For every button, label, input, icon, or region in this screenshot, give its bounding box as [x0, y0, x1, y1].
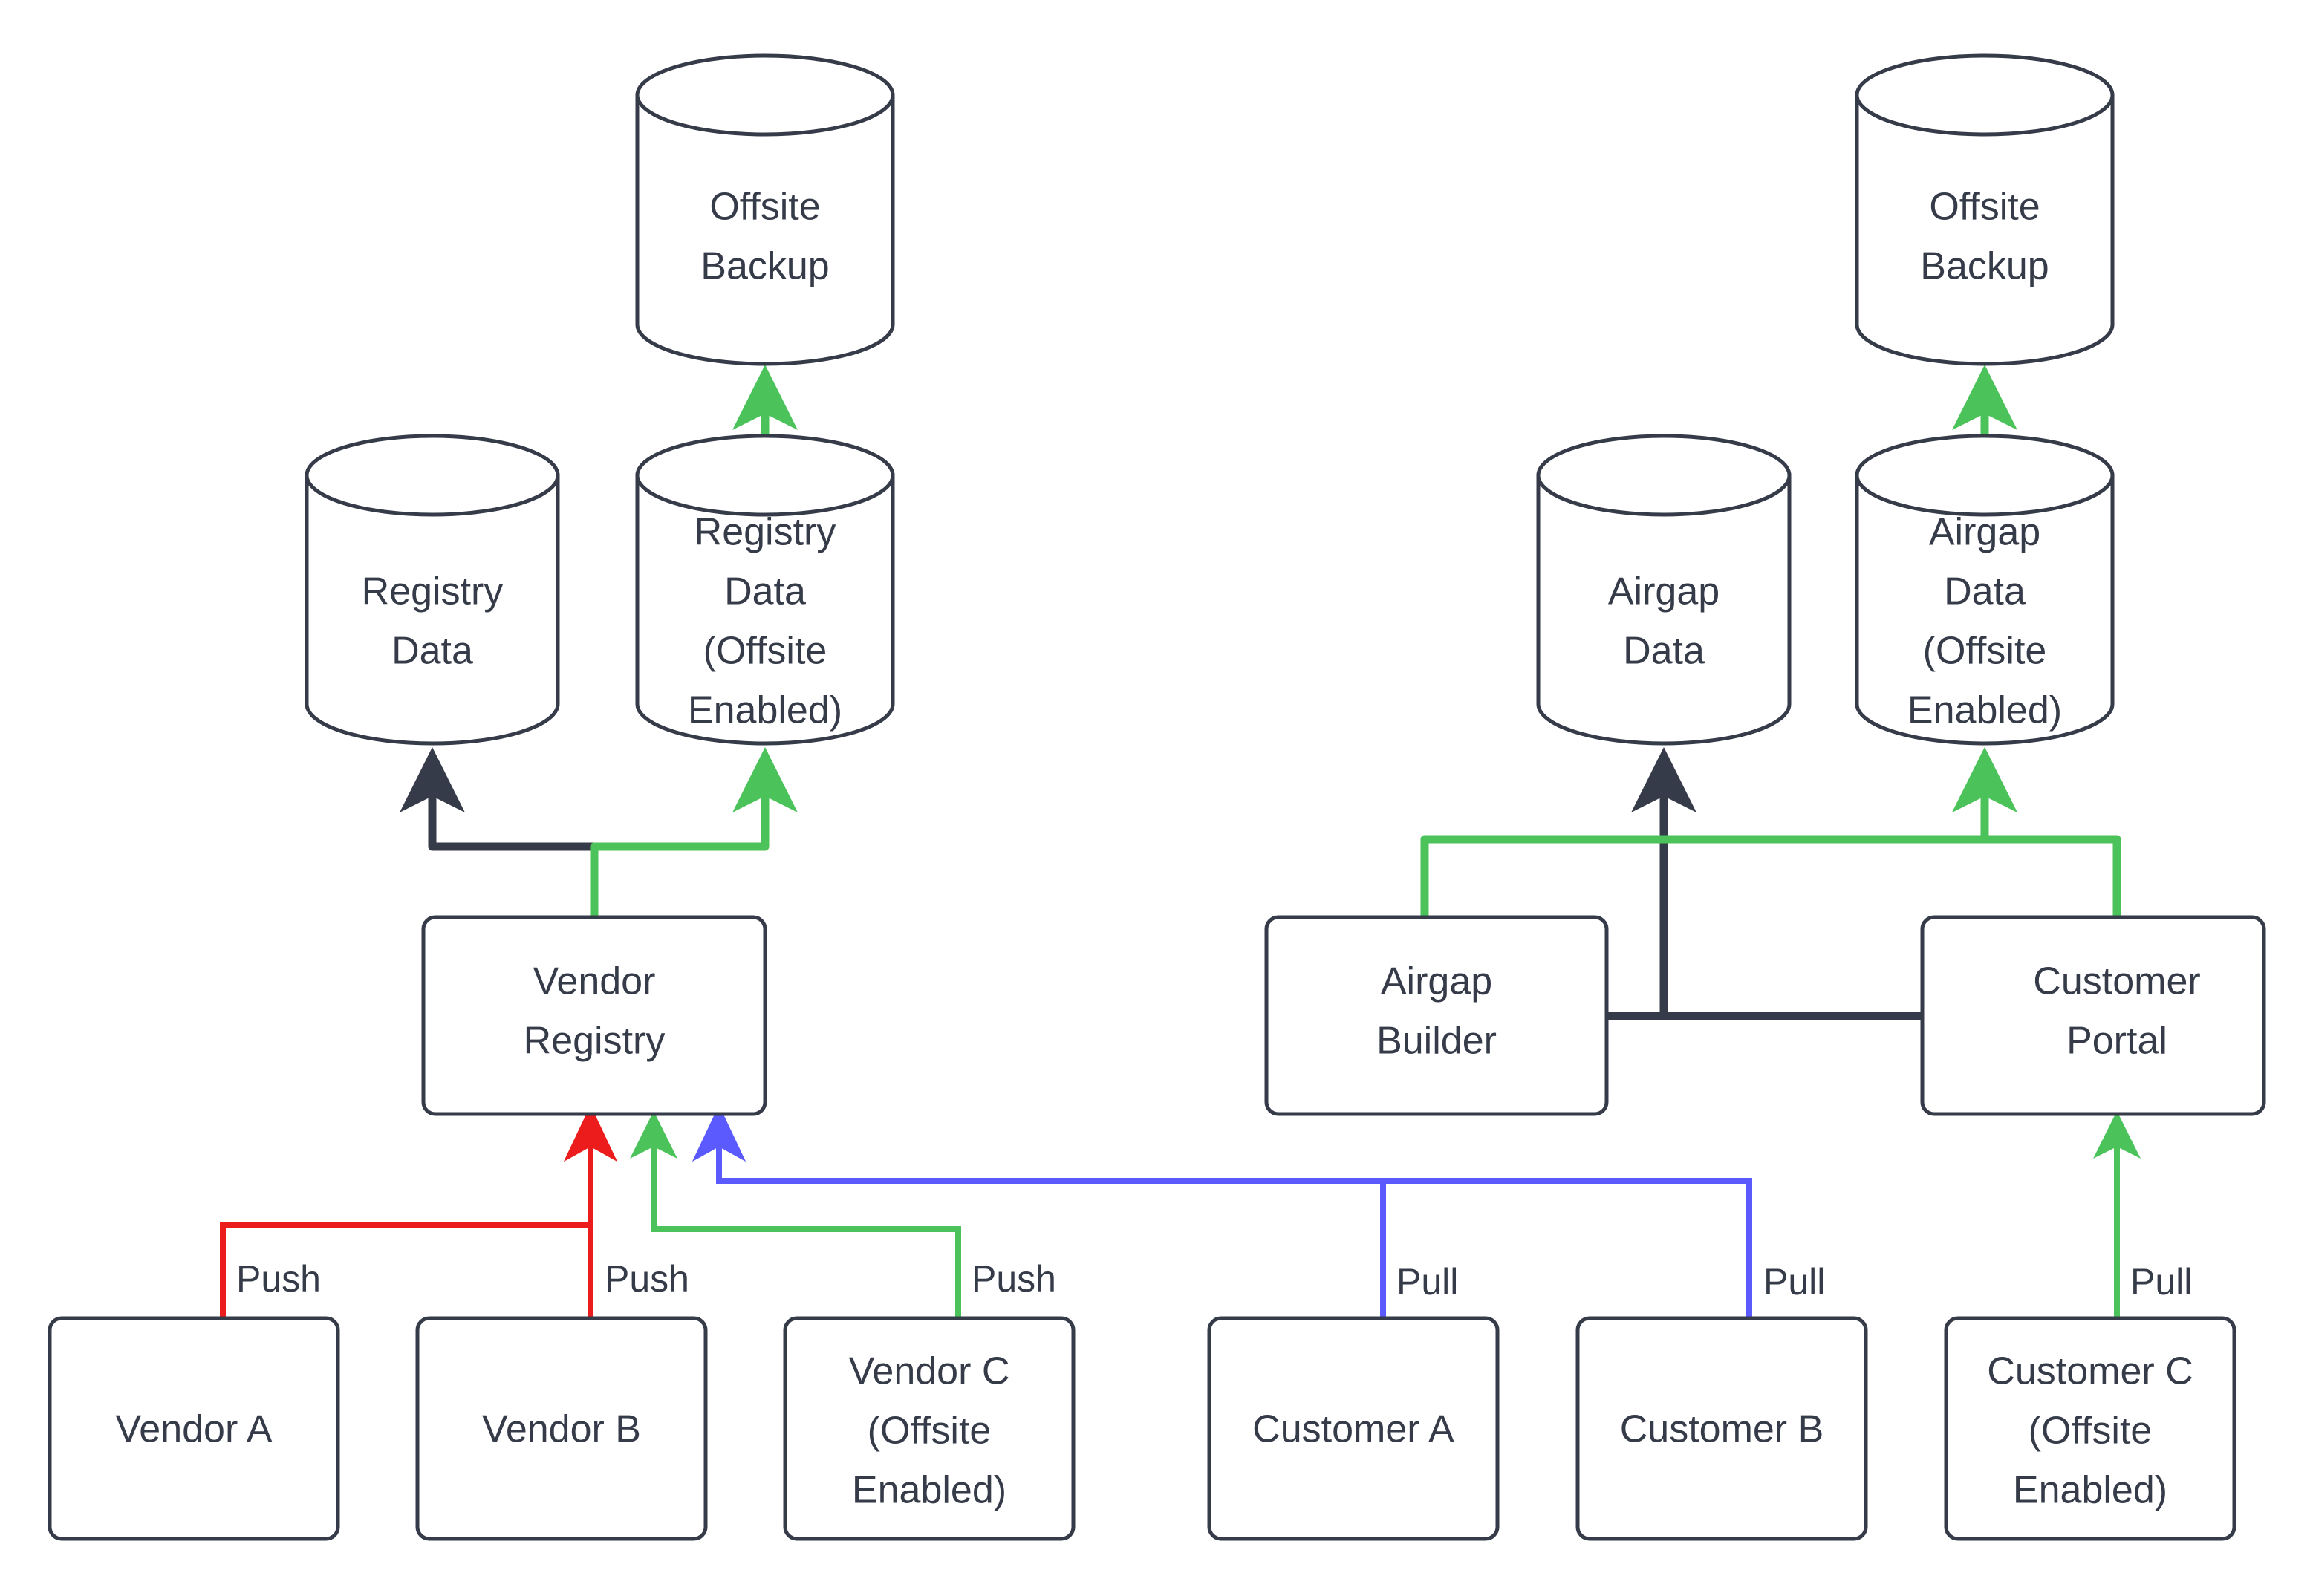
- edge-vendor-registry-to-registry-data-offsite: [590, 747, 798, 922]
- customer-portal-label-line2: Portal: [2066, 1020, 2167, 1063]
- airgap-data-offsite-label-line4: Enabled): [1907, 689, 2062, 732]
- edge-label-pull-c: Pull: [2130, 1261, 2192, 1303]
- vendor-registry-label-line1: Vendor: [533, 960, 656, 1003]
- node-vendor-c[interactable]: Vendor C (Offsite Enabled): [783, 1316, 1076, 1541]
- node-offsite-backup-left[interactable]: Offsite Backup: [635, 53, 895, 366]
- node-customer-a[interactable]: Customer A: [1207, 1316, 1500, 1541]
- edge-label-pull-b: Pull: [1763, 1261, 1825, 1303]
- edge-customer-portal-to-airgap-data-offsite: [1952, 747, 2121, 922]
- offsite-backup-left-label-line1: Offsite: [709, 186, 820, 229]
- airgap-builder-label-line1: Airgap: [1381, 960, 1492, 1003]
- airgap-data-offsite-label-line1: Airgap: [1929, 511, 2040, 554]
- registry-data-offsite-label-line4: Enabled): [688, 689, 842, 732]
- vendor-c-label-line3: Enabled): [852, 1469, 1006, 1512]
- node-vendor-registry[interactable]: Vendor Registry: [421, 915, 767, 1116]
- customer-b-label: Customer B: [1620, 1408, 1824, 1451]
- offsite-backup-right-label-line1: Offsite: [1929, 186, 2040, 229]
- edge-label-push-a: Push: [236, 1258, 321, 1300]
- node-vendor-b[interactable]: Vendor B: [415, 1316, 708, 1541]
- node-customer-b[interactable]: Customer B: [1575, 1316, 1868, 1541]
- airgap-data-label-line1: Airgap: [1608, 570, 1720, 613]
- edge-label-pull-a: Pull: [1396, 1261, 1458, 1303]
- customer-c-label-line1: Customer C: [1987, 1350, 2193, 1393]
- node-registry-data-offsite[interactable]: Registry Data (Offsite Enabled): [635, 434, 895, 746]
- edge-customer-b-pull: [692, 1105, 1752, 1318]
- customer-a-label: Customer A: [1252, 1408, 1454, 1451]
- vendor-registry-label-line2: Registry: [524, 1020, 666, 1063]
- customer-c-label-line3: Enabled): [2013, 1469, 2167, 1512]
- node-customer-c[interactable]: Customer C (Offsite Enabled): [1944, 1316, 2236, 1541]
- airgap-data-offsite-label-line2: Data: [1944, 570, 2026, 613]
- node-airgap-data[interactable]: Airgap Data: [1536, 434, 1792, 746]
- vendor-a-label: Vendor A: [115, 1408, 272, 1451]
- registry-data-offsite-label-line3: (Offsite: [703, 630, 827, 673]
- edge-label-push-c: Push: [972, 1258, 1056, 1300]
- vendor-c-label-line1: Vendor C: [849, 1350, 1010, 1393]
- registry-data-offsite-label-line1: Registry: [694, 511, 836, 554]
- node-offsite-backup-right[interactable]: Offsite Backup: [1855, 53, 2115, 366]
- registry-data-label-line1: Registry: [362, 570, 504, 613]
- edge-customer-portal-to-airgap-data: [1631, 747, 1927, 1020]
- node-airgap-data-offsite[interactable]: Airgap Data (Offsite Enabled): [1855, 434, 2115, 746]
- edge-vendor-registry-to-registry-data: [400, 747, 599, 922]
- registry-data-offsite-label-line2: Data: [724, 570, 806, 613]
- edge-vendor-c-push: [630, 1111, 961, 1318]
- offsite-backup-left-label-line2: Backup: [700, 245, 829, 288]
- vendor-c-label-line2: (Offsite: [868, 1410, 992, 1453]
- node-customer-portal[interactable]: Customer Portal: [1920, 915, 2266, 1116]
- registry-data-label-line2: Data: [391, 630, 473, 673]
- edge-label-push-b: Push: [605, 1258, 689, 1300]
- customer-c-label-line2: (Offsite: [2029, 1410, 2153, 1453]
- node-vendor-a[interactable]: Vendor A: [48, 1316, 340, 1541]
- airgap-data-label-line2: Data: [1623, 630, 1705, 673]
- node-airgap-builder[interactable]: Airgap Builder: [1264, 915, 1609, 1116]
- offsite-backup-right-label-line2: Backup: [1920, 245, 2049, 288]
- vendor-b-label: Vendor B: [482, 1408, 641, 1451]
- edge-airgap-builder-to-airgap-data-offsite: [1420, 747, 2017, 922]
- customer-portal-label-line1: Customer: [2033, 960, 2200, 1003]
- airgap-data-offsite-label-line3: (Offsite: [1923, 630, 2047, 673]
- airgap-builder-label-line2: Builder: [1376, 1020, 1497, 1063]
- node-registry-data[interactable]: Registry Data: [305, 434, 560, 746]
